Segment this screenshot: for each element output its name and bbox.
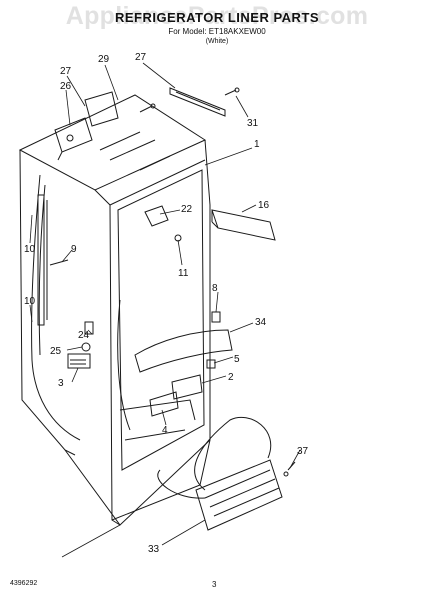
callout-10-a: 10 [24, 244, 36, 255]
callout-11: 11 [178, 268, 189, 279]
callout-9: 9 [71, 244, 77, 255]
model-subtitle: For Model: ET18AKXEW00 [168, 27, 266, 36]
callout-16: 16 [258, 200, 270, 211]
liner-body [18, 94, 211, 526]
part-8-clip [206, 311, 221, 369]
callout-27-a: 29 [98, 54, 110, 65]
callout-numbers: 27 26 29 27 31 1 16 22 11 10 9 10 8 34 5… [24, 52, 309, 555]
callout-25: 27 [60, 66, 72, 77]
callout-5: 5 [234, 354, 240, 365]
callout-29: 24 [78, 330, 90, 341]
document-number: 4396292 [10, 580, 38, 587]
callout-4: 3 [58, 378, 64, 389]
part-3-plate [149, 391, 179, 417]
callout-26: 27 [135, 52, 147, 63]
part-31-drain-pan [157, 416, 283, 531]
callout-8: 8 [212, 283, 218, 294]
callout-2: 2 [228, 372, 234, 383]
callout-33: 25 [50, 346, 62, 357]
color-note: (White) [205, 38, 229, 45]
callout-1: 1 [254, 139, 260, 150]
diagram-title: REFRIGERATOR LINER PARTS [114, 10, 320, 25]
callout-27-b: 31 [247, 118, 259, 129]
part-9-rail [49, 259, 69, 266]
callout-10-b: 10 [24, 296, 36, 307]
callout-3: 4 [162, 425, 168, 436]
leader-lines [29, 62, 301, 558]
part-24-25-bracket [54, 91, 119, 161]
part-37-screw [283, 461, 296, 477]
watermark: AppliancePartsPros.com [65, 2, 369, 30]
page-number: 3 [212, 580, 217, 589]
callout-37: 37 [297, 446, 309, 457]
part-34-cover [134, 329, 233, 373]
part-29-33-4 [67, 321, 94, 369]
callout-22: 22 [181, 204, 193, 215]
part-27-screws [139, 87, 240, 113]
part-16-bracket [211, 209, 276, 241]
callout-34: 34 [255, 317, 267, 328]
part-26-trim [169, 87, 226, 117]
callout-24: 26 [60, 81, 72, 92]
callout-31: 33 [148, 544, 160, 555]
